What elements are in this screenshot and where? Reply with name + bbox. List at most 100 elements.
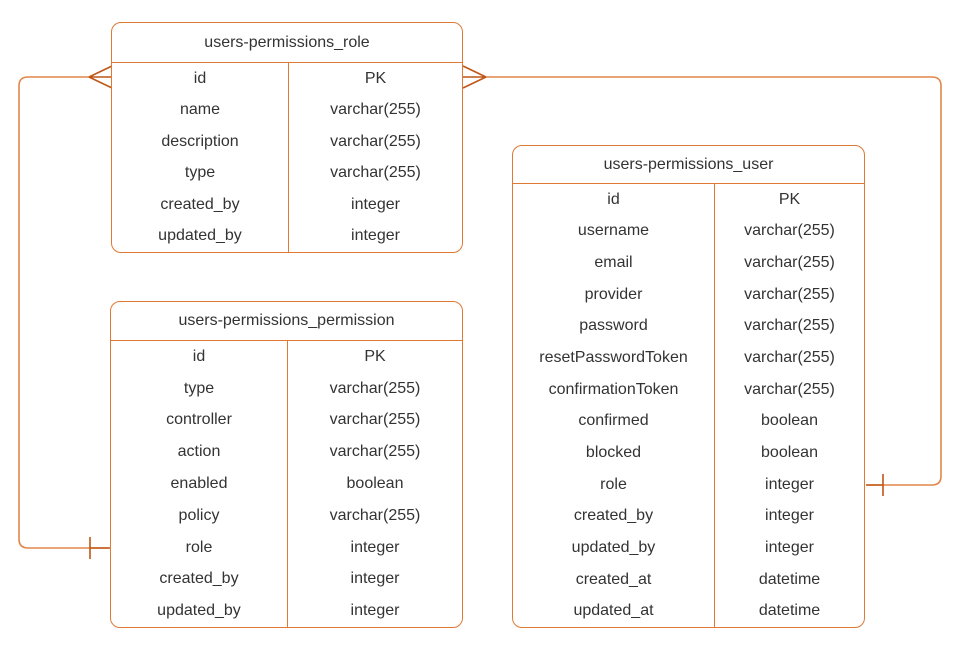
field-type: varchar(255) — [744, 285, 835, 303]
table-row: provider varchar(255) — [513, 278, 864, 311]
entity-field-rows: id PK username varchar(255) email varchar(255… — [513, 184, 864, 627]
field-type: varchar(255) — [744, 349, 835, 367]
field-type: varchar(255) — [329, 443, 421, 461]
field-name: updated_by — [513, 532, 715, 564]
table-row: blocked boolean — [513, 437, 864, 469]
table-row: action varchar(255) — [111, 436, 462, 469]
one-tick-marker — [89, 537, 110, 559]
field-type: varchar(255) — [744, 380, 835, 398]
table-row: description varchar(255) — [112, 126, 462, 158]
field-name: role — [513, 468, 715, 501]
field-name: password — [513, 310, 715, 343]
field-type: varchar(255) — [330, 164, 421, 182]
field-name: description — [112, 126, 289, 158]
table-row: id PK — [111, 341, 462, 373]
table-row: role integer — [513, 468, 864, 501]
field-type: varchar(255) — [330, 132, 421, 150]
field-type: varchar(255) — [329, 506, 421, 524]
field-name: id — [111, 341, 288, 373]
field-type: boolean — [761, 412, 818, 430]
entity-users-permissions-user[interactable]: users-permissions_user id PK username varch… — [512, 145, 865, 628]
field-name: id — [112, 63, 289, 95]
entity-field-rows: id PK type varchar(255) controller varchar(25… — [111, 341, 462, 627]
field-type: datetime — [758, 602, 821, 620]
table-row: updated_by integer — [513, 532, 864, 564]
field-name: created_by — [112, 189, 289, 221]
field-name: username — [513, 215, 715, 248]
table-row: confirmed boolean — [513, 405, 864, 438]
table-row: enabled boolean — [111, 468, 462, 500]
field-name: enabled — [111, 468, 288, 500]
table-row: email varchar(255) — [513, 247, 864, 279]
table-row: username varchar(255) — [513, 215, 864, 248]
field-type: boolean — [346, 474, 404, 492]
field-name: confirmationToken — [513, 373, 715, 406]
field-name: action — [111, 436, 288, 469]
table-row: controller varchar(255) — [111, 404, 462, 437]
field-name: type — [112, 157, 289, 189]
field-name: created_at — [513, 563, 715, 596]
table-row: created_by integer — [513, 500, 864, 533]
relationship-edge-line[interactable] — [486, 76, 942, 486]
field-type: integer — [351, 227, 400, 245]
field-name: confirmed — [513, 405, 715, 438]
table-row: type varchar(255) — [112, 157, 462, 189]
field-name: policy — [111, 499, 288, 532]
table-row: updated_by integer — [112, 220, 462, 252]
table-row: updated_at datetime — [513, 595, 864, 627]
relationship-role-to-user[interactable] — [462, 65, 942, 496]
field-name: controller — [111, 404, 288, 437]
field-name: updated_by — [111, 595, 288, 627]
table-row: policy varchar(255) — [111, 499, 462, 532]
field-type: varchar(255) — [329, 411, 421, 429]
crow-foot-many-marker — [462, 65, 487, 89]
field-type: varchar(255) — [744, 254, 835, 272]
field-type: datetime — [758, 570, 821, 588]
field-name: updated_at — [513, 595, 715, 627]
field-type: integer — [350, 538, 400, 556]
field-name: blocked — [513, 437, 715, 469]
entity-title: users-permissions_role — [112, 23, 462, 63]
field-type: integer — [350, 570, 400, 588]
table-row: created_by integer — [112, 189, 462, 221]
field-name: provider — [513, 278, 715, 311]
field-name: name — [112, 94, 289, 126]
table-row: updated_by integer — [111, 595, 462, 627]
field-type: integer — [765, 475, 814, 493]
relationship-role-to-permission[interactable] — [18, 65, 113, 559]
field-name: id — [513, 184, 715, 216]
field-type: PK — [364, 347, 386, 365]
table-row: resetPasswordToken varchar(255) — [513, 342, 864, 374]
field-type: integer — [351, 195, 400, 213]
field-type: integer — [765, 507, 814, 525]
field-name: email — [513, 247, 715, 279]
crow-foot-many-marker — [88, 65, 113, 89]
table-row: confirmationToken varchar(255) — [513, 373, 864, 406]
field-type: boolean — [761, 443, 818, 461]
one-tick-marker — [866, 474, 884, 496]
field-type: varchar(255) — [744, 317, 835, 335]
field-type: integer — [765, 538, 814, 556]
entity-title: users-permissions_user — [513, 146, 864, 184]
table-row: type varchar(255) — [111, 372, 462, 405]
table-row: created_at datetime — [513, 563, 864, 596]
field-name: created_by — [513, 500, 715, 533]
field-name: created_by — [111, 563, 288, 596]
table-row: id PK — [513, 184, 864, 216]
field-type: PK — [778, 190, 801, 208]
field-name: updated_by — [112, 220, 289, 252]
field-type: varchar(255) — [329, 379, 421, 397]
field-type: varchar(255) — [744, 222, 835, 240]
field-name: resetPasswordToken — [513, 342, 715, 374]
relationship-edge-line[interactable] — [18, 76, 109, 549]
field-name: type — [111, 372, 288, 405]
field-type: integer — [350, 602, 400, 620]
